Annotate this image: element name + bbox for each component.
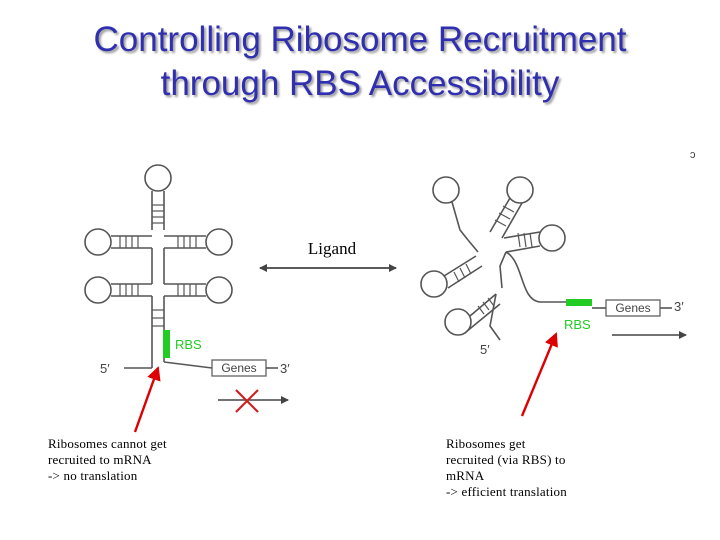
ligand-label: Ligand — [308, 239, 357, 258]
right-genes-label: Genes — [615, 301, 650, 315]
left-five-prime-label: 5′ — [100, 361, 110, 376]
right-rna-structure — [420, 176, 672, 341]
left-rbs-segment — [163, 330, 170, 358]
left-rbs-label: RBS — [175, 337, 202, 352]
right-top-left-loop — [432, 176, 460, 204]
right-red-pointer-arrow — [520, 332, 558, 417]
right-lower-loop — [444, 308, 472, 336]
right-top-right-loop — [506, 176, 534, 204]
right-base-pairs — [453, 205, 533, 315]
right-caption: Ribosomes get recruited (via RBS) to mRN… — [446, 436, 567, 500]
left-base-pairs — [119, 204, 197, 327]
title-line-1: Controlling Ribosome Recruitment — [93, 20, 627, 59]
right-mid-right-loop — [538, 224, 566, 252]
right-caption-line-3: mRNA — [446, 468, 485, 483]
title-line-2: through RBS Accessibility — [160, 64, 560, 103]
left-caption: Ribosomes cannot get recruited to mRNA -… — [48, 436, 167, 484]
left-caption-line-1: Ribosomes cannot get — [48, 436, 167, 451]
right-rbs-label: RBS — [564, 317, 591, 332]
right-rbs-segment — [566, 299, 592, 306]
left-upper-right-loop — [205, 228, 233, 256]
left-caption-line-2: recruited to mRNA — [48, 452, 152, 467]
right-mid-left-loop — [420, 270, 448, 298]
left-top-loop — [144, 164, 172, 192]
left-lower-left-loop — [84, 276, 112, 304]
right-caption-line-2: recruited (via RBS) to — [446, 452, 566, 467]
left-red-pointer-arrow — [133, 366, 161, 433]
left-three-prime-label: 3′ — [280, 361, 290, 376]
left-genes-label: Genes — [221, 361, 256, 375]
right-caption-line-1: Ribosomes get — [446, 436, 526, 451]
left-caption-line-3: -> no translation — [48, 468, 138, 483]
left-lower-right-loop — [205, 276, 233, 304]
blocked-x-icon — [235, 389, 259, 413]
slide-title: Controlling Ribosome Recruitment through… — [0, 18, 720, 106]
left-genes-box — [211, 359, 267, 377]
right-caption-line-4: -> efficient translation — [446, 484, 567, 499]
right-cropped-glyph: ɔ — [690, 149, 696, 161]
right-genes-box — [605, 299, 661, 317]
right-three-prime-label: 3′ — [674, 299, 684, 314]
left-upper-left-loop — [84, 228, 112, 256]
right-five-prime-label: 5′ — [480, 342, 490, 357]
